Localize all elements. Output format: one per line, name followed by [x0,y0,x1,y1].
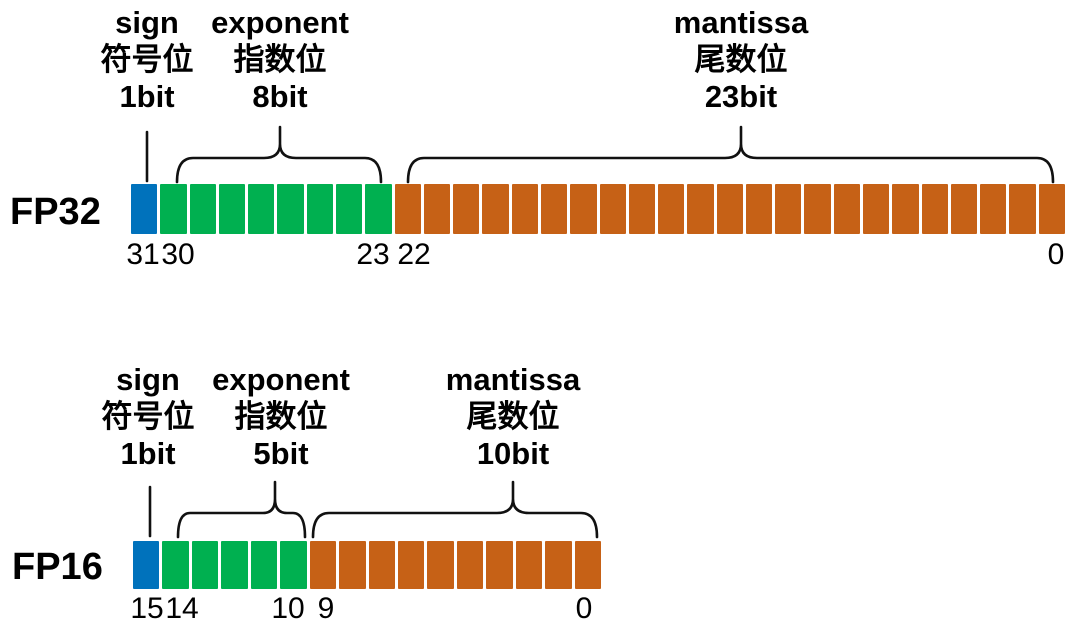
fp32-sign-bit-cell [131,184,158,234]
fp16-exponent-bit-cell [280,541,307,589]
fp16-mantissa-bit-cell [397,541,425,589]
fp32-exponent-label: exponent 指数位 8bit [211,4,349,115]
fp32-mantissa-bit-cell [921,184,948,234]
fp16-exponent-bits-label: 5bit [253,436,309,471]
fp16-mantissa-brace [311,480,599,539]
fp16-exponent-label: exponent 指数位 5bit [212,361,350,472]
fp32-mantissa-bit-cell [1038,184,1065,234]
fp32-sign-bits-label: 1bit [119,79,175,114]
fp32-exponent-bit-cell [248,184,275,234]
fp16-bit-index-10: 10 [271,592,305,625]
fp32-mantissa-bit-cell [658,184,685,234]
fp32-mantissa-label: mantissa 尾数位 23bit [674,4,808,115]
fp32-exponent-bit-cell [277,184,304,234]
fp16-mantissa-bit-cell [309,541,337,589]
fp32-mantissa-bit-cell [892,184,919,234]
fp16-exponent-bit-cell [191,541,219,589]
fp32-exponent-label-en: exponent [211,5,349,40]
fp16-sign-label-zh: 符号位 [101,399,195,434]
fp32-mantissa-bit-cell [482,184,509,234]
fp16-mantissa-bit-cell [368,541,395,589]
fp16-mantissa-bit-cell [515,541,543,589]
fp32-exponent-bit-cell [160,184,187,234]
fp32-mantissa-bit-cell [833,184,861,234]
fp32-mantissa-label-zh: 尾数位 [694,42,788,77]
fp16-exponent-label-zh: 指数位 [234,399,328,434]
fp32-mantissa-bit-cell [775,184,802,234]
fp16-bit-index-15: 15 [130,592,164,625]
fp32-mantissa-bit-cell [1009,184,1036,234]
fp32-mantissa-bit-cell [628,184,656,234]
fp32-mantissa-bit-cell [423,184,451,234]
fp16-mantissa-bits-label: 10bit [476,436,550,471]
fp32-mantissa-bit-cell [540,184,568,234]
fp16-sign-bits-label: 1bit [120,436,176,471]
fp32-sign-label-zh: 符号位 [100,42,194,77]
fp16-bit-row [133,541,601,589]
fp16-mantissa-bit-cell [486,541,513,589]
fp16-mantissa-label-en: mantissa [445,362,581,397]
fp16-exponent-bit-cell [162,541,189,589]
fp32-exponent-bit-cell [189,184,216,234]
fp32-mantissa-bit-cell [394,184,421,234]
fp16-exponent-label-en: exponent [212,362,350,397]
fp16-exponent-brace [176,480,307,539]
fp32-sign-label-en: sign [115,5,179,40]
fp32-exponent-bit-cell [306,184,333,234]
fp32-exponent-bit-cell [335,184,363,234]
fp32-mantissa-bit-cell [863,184,890,234]
fp32-bit-index-22: 22 [397,238,431,271]
fp16-bit-index-9: 9 [317,592,335,625]
fp16-mantissa-label: mantissa 尾数位 10bit [446,361,580,472]
fp32-mantissa-bit-cell [453,184,480,234]
fp32-exponent-label-zh: 指数位 [233,42,327,77]
fp16-mantissa-bit-cell [427,541,454,589]
fp32-mantissa-brace [406,125,1055,184]
fp32-mantissa-bit-cell [599,184,626,234]
fp32-bit-index-31: 31 [126,238,160,271]
fp16-bit-index-14: 14 [165,592,199,625]
fp32-mantissa-bit-cell [511,184,538,234]
fp32-mantissa-bit-cell [745,184,773,234]
fp32-mantissa-bit-cell [570,184,597,234]
fp32-mantissa-label-en: mantissa [673,5,809,40]
fp32-exponent-brace [175,125,383,184]
fp32-mantissa-bit-cell [687,184,714,234]
fp16-exponent-bit-cell [250,541,278,589]
fp32-format-name: FP32 [10,191,101,233]
fp32-mantissa-bits-label: 23bit [704,79,778,114]
fp16-mantissa-label-zh: 尾数位 [466,399,560,434]
fp32-bit-index-30: 30 [161,238,195,271]
fp16-mantissa-bit-cell [339,541,366,589]
fp16-exponent-bit-cell [221,541,248,589]
fp16-format-name: FP16 [12,546,103,588]
fp32-bit-row [131,184,1065,234]
fp32-mantissa-bit-cell [716,184,743,234]
fp16-sign-label: sign 符号位 1bit [102,361,195,472]
fp32-exponent-bit-cell [218,184,246,234]
fp32-exponent-bits-label: 8bit [252,79,308,114]
fp16-mantissa-bit-cell [456,541,484,589]
fp16-bit-index-0: 0 [575,592,593,625]
fp32-bit-index-23: 23 [356,238,390,271]
fp16-sign-bit-cell [133,541,160,589]
fp16-sign-label-en: sign [116,362,180,397]
fp32-exponent-bit-cell [365,184,392,234]
fp32-mantissa-bit-cell [980,184,1007,234]
fp32-sign-label: sign 符号位 1bit [101,4,194,115]
fp16-mantissa-bit-cell [545,541,572,589]
fp32-mantissa-bit-cell [950,184,978,234]
fp32-bit-index-0: 0 [1047,238,1065,271]
fp32-mantissa-bit-cell [804,184,831,234]
fp16-mantissa-bit-cell [574,541,601,589]
